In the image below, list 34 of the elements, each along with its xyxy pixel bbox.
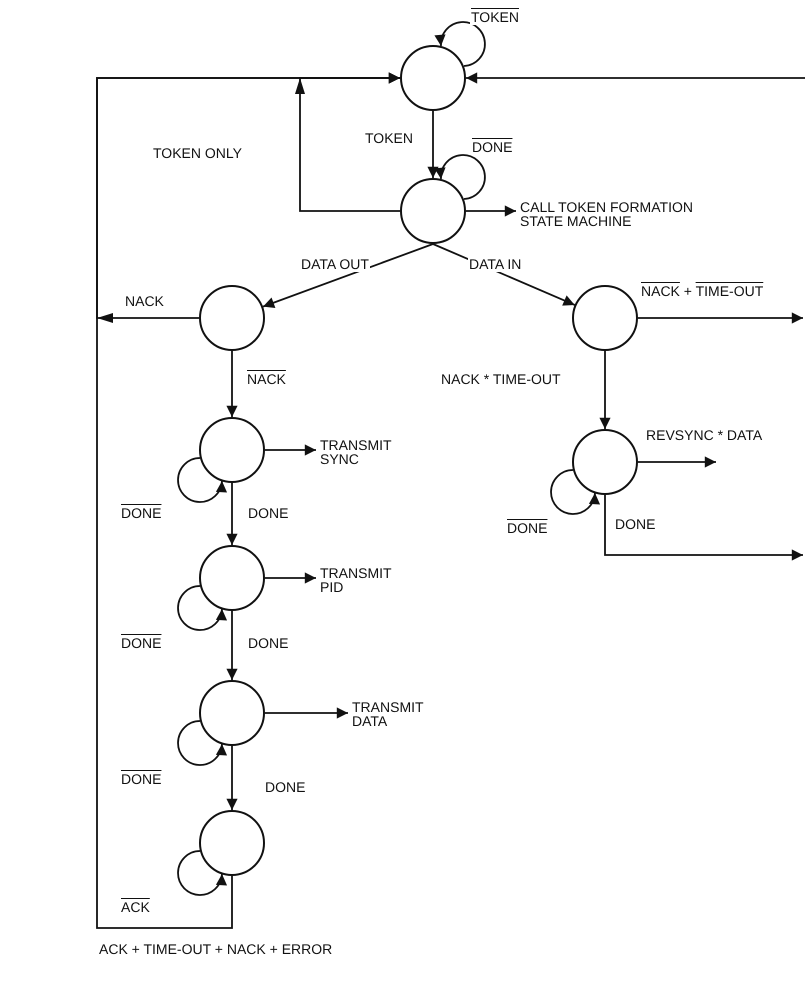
edge-label: DONE: [264, 780, 306, 796]
self-loop-arrow: [177, 457, 229, 503]
edge-label: TOKEN: [364, 131, 414, 146]
edge-label: DONE: [614, 517, 656, 532]
edge-label: NACK * TIME-OUT: [440, 372, 562, 388]
output-label: TRANSMIT SYNC: [320, 438, 400, 466]
edge-label: DATA OUT: [300, 257, 370, 272]
self-loop-arrow: [177, 585, 229, 631]
self-loop-arrow: [177, 850, 229, 896]
edge-label: DATA IN: [468, 257, 522, 272]
arrow: [604, 495, 805, 563]
edge-label: DONE: [120, 506, 162, 522]
edge-label: DONE: [247, 636, 290, 652]
self-loop-arrow: [433, 154, 486, 200]
edge-label: NACK + TIME-OUT: [640, 284, 764, 300]
edge-label: NACK: [246, 372, 287, 388]
edge-label: DONE: [247, 506, 290, 522]
edge-label: TOKEN ONLY: [152, 146, 243, 162]
output-label: CALL TOKEN FORMATION STATE MACHINE: [520, 200, 710, 228]
self-loop-arrow: [550, 469, 602, 515]
edge-label: DONE: [506, 521, 548, 536]
self-loop-arrow: [433, 21, 486, 67]
edge-label: NACK: [124, 294, 165, 310]
self-loop-arrow: [177, 720, 229, 766]
output-label: TRANSMIT DATA: [352, 700, 432, 728]
edge-label: REVSYNC * DATA: [645, 428, 764, 444]
edge-label: ACK + TIME-OUT + NACK + ERROR: [98, 942, 334, 958]
edge-label: DONE: [120, 772, 162, 788]
edge-label: ACK: [120, 900, 151, 916]
edge-label: TOKEN: [470, 10, 520, 26]
arrow: [638, 314, 805, 326]
edge-label: DONE: [471, 140, 514, 156]
edge-label: DONE: [120, 636, 162, 652]
output-label: TRANSMIT PID: [320, 566, 400, 594]
